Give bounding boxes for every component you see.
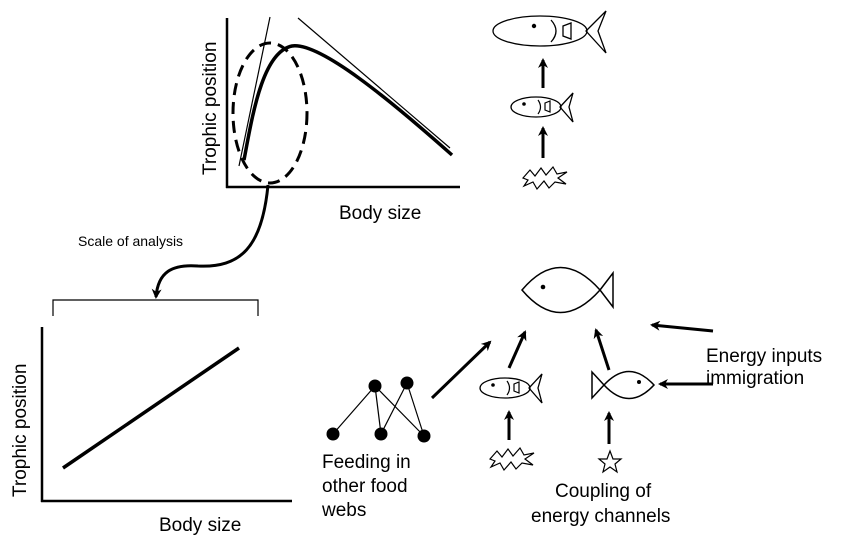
plankton-icon xyxy=(523,167,567,189)
top-y-axis-label: Trophic position xyxy=(200,42,221,175)
top-predator-fish-icon xyxy=(522,268,613,313)
feeding-to-predator-arrow xyxy=(432,342,490,398)
bottom-plot: Trophic position Body size xyxy=(10,327,292,535)
star-icon xyxy=(599,451,621,472)
feeding-network-icon xyxy=(327,377,431,443)
top-tangent-steep xyxy=(239,17,270,166)
scale-of-analysis: Scale of analysis xyxy=(53,185,268,316)
energy-inputs-label-line2: immigration xyxy=(706,368,804,389)
bottom-linear-trend xyxy=(63,348,239,468)
coupling-label-line2: energy channels xyxy=(531,506,670,527)
minnow-fish-icon xyxy=(480,374,542,403)
top-plot: Trophic position Body size xyxy=(200,17,460,224)
feeding-label-line3: webs xyxy=(321,500,366,521)
scale-bracket xyxy=(53,300,258,316)
energy-inputs-label-line1: Energy inputs xyxy=(706,346,822,367)
feeding-label-line1: Feeding in xyxy=(322,452,411,473)
bottom-y-axis-label: Trophic position xyxy=(10,364,31,497)
energy-input-arrow-upper xyxy=(652,325,713,331)
coupling-label-line1: Coupling of xyxy=(555,481,652,502)
top-food-chain xyxy=(493,11,606,189)
feeding-label-line2: other food xyxy=(322,476,408,497)
medium-fish-icon xyxy=(511,93,573,122)
bottom-x-axis-label: Body size xyxy=(159,515,241,535)
smallfish-to-predator-arrow xyxy=(596,330,609,370)
small-fish-icon xyxy=(592,372,654,399)
plankton-icon-lower xyxy=(490,448,534,470)
scale-of-analysis-label: Scale of analysis xyxy=(78,233,183,249)
large-fish-icon xyxy=(493,11,606,53)
coupling-web: Energy inputs immigration Feeding in oth… xyxy=(321,268,822,528)
top-hump-curve xyxy=(244,46,452,160)
top-tangent-negative xyxy=(298,18,450,148)
top-x-axis-label: Body size xyxy=(339,203,421,224)
minnow-to-predator-arrow xyxy=(509,332,525,368)
